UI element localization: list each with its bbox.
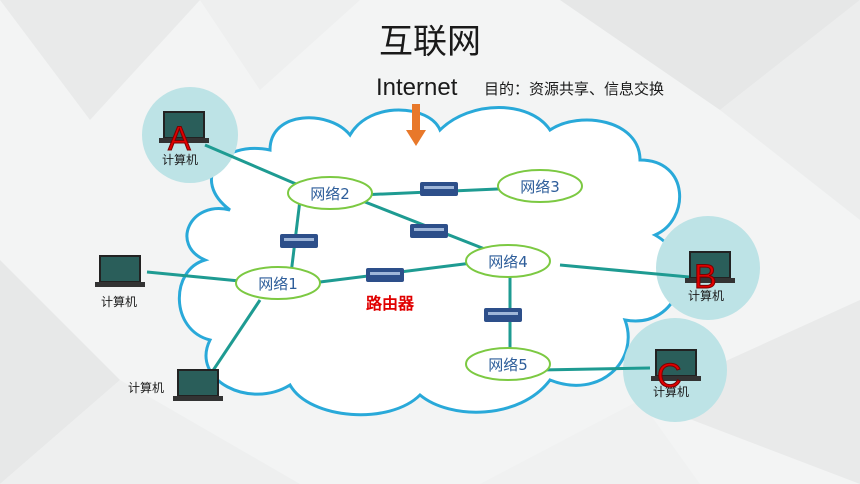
computer-label-bottom: 计算机: [128, 380, 164, 395]
arrow-down-icon: [406, 104, 426, 146]
host-a-label: A: [168, 120, 191, 158]
internet-label: Internet: [376, 74, 458, 101]
network-bubbles: [235, 169, 583, 381]
router-icon: [410, 224, 448, 238]
laptop-icon: [685, 251, 735, 283]
laptop-icon: [173, 369, 223, 401]
page-title: 互联网: [379, 22, 481, 62]
computer-label-c: 计算机: [653, 384, 689, 399]
network-1-label: 网络1: [258, 275, 298, 293]
computer-label-a: 计算机: [162, 152, 198, 167]
purpose-text: 目的：资源共享、信息交换: [484, 80, 665, 98]
router-icon: [366, 268, 404, 282]
network-2-label: 网络2: [310, 185, 350, 203]
router-label: 路由器: [366, 294, 415, 313]
router-icon: [484, 308, 522, 322]
laptop-icon: [651, 349, 701, 381]
network-5-label: 网络5: [488, 356, 528, 374]
network-4-label: 网络4: [488, 253, 528, 271]
computer-label-b: 计算机: [688, 288, 724, 303]
host-b-label: B: [694, 258, 717, 296]
network-3-label: 网络3: [520, 178, 560, 196]
laptop-icon: [95, 255, 145, 287]
host-c-label: C: [657, 357, 682, 395]
computer-label-left: 计算机: [101, 294, 137, 309]
laptop-icon: [159, 111, 209, 143]
router-icon: [280, 234, 318, 248]
router-icon: [420, 182, 458, 196]
